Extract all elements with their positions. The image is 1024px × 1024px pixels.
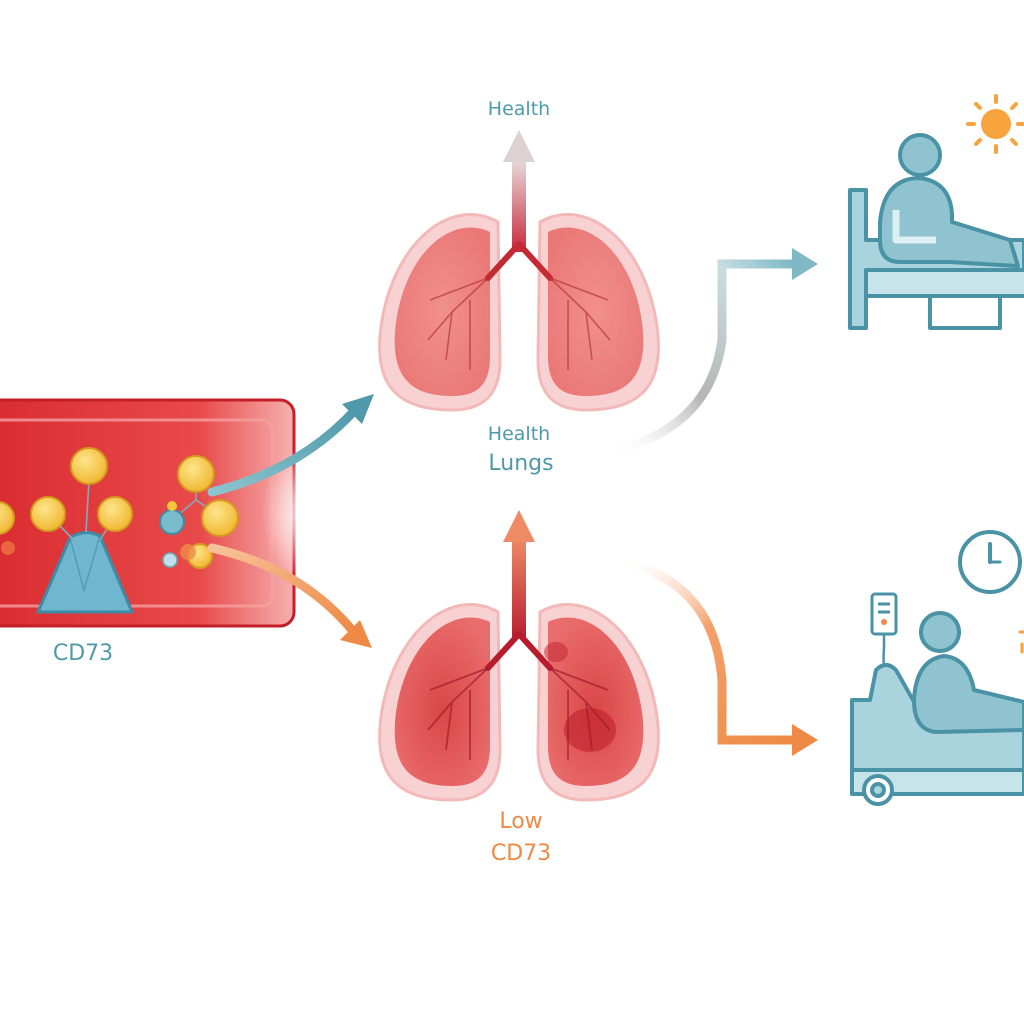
cd73-vessel-label: CD73	[52, 641, 114, 666]
health-mid-label: Health	[487, 423, 551, 445]
arrow-to-healthy-lungs	[207, 394, 374, 497]
clock-icon	[958, 530, 1022, 594]
hospitalized-patient-icon	[850, 611, 1024, 806]
low-label: Low	[499, 809, 543, 834]
sun-icon	[966, 94, 1024, 154]
healthy-lungs	[378, 130, 660, 412]
arrow-to-recovering-patient	[607, 248, 818, 457]
low-cd73-lungs	[378, 510, 660, 802]
adenosine-molecules	[0, 447, 239, 569]
arrow-to-hospitalized-patient	[615, 555, 818, 756]
blood-vessel	[0, 398, 322, 628]
sun-partial-icon	[1018, 630, 1024, 654]
recovering-patient-icon	[848, 133, 1024, 330]
lungs-label: Lungs	[488, 451, 554, 476]
cd73-low-label: CD73	[490, 841, 552, 866]
arrow-to-sick-lungs	[207, 543, 372, 648]
small-molecules	[1, 501, 196, 568]
health-top-label: Health	[487, 98, 551, 120]
